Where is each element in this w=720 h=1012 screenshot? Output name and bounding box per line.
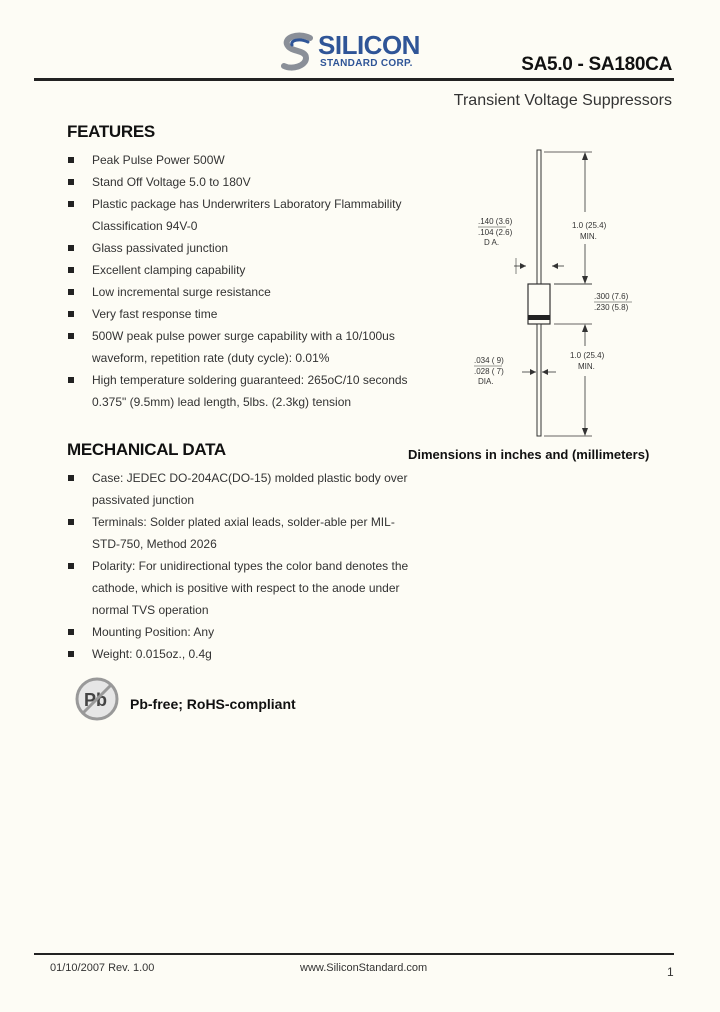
footer-date-revision: 01/10/2007 Rev. 1.00 (50, 962, 155, 974)
feature-text: Plastic package has Underwriters Laborat… (92, 197, 402, 211)
feature-item: Plastic package has Underwriters Laborat… (67, 193, 412, 237)
bullet-square-icon (68, 245, 74, 251)
bullet-square-icon (68, 311, 74, 317)
bottom-lead (536, 323, 542, 437)
bullet-square-icon (68, 519, 74, 525)
company-logo: SILICON STANDARD CORP. (280, 28, 450, 76)
mechanical-text: Polarity: For unidirectional types the c… (92, 559, 409, 573)
rohs-label: Pb-free; RoHS-compliant (130, 696, 296, 712)
mechanical-text: Mounting Position: Any (92, 625, 215, 639)
bullet-square-icon (68, 563, 74, 569)
swoosh-logo-icon (281, 32, 313, 71)
cathode-band (528, 315, 550, 320)
mechanical-list: Case: JEDEC DO-204AC(DO-15) molded plast… (67, 467, 412, 665)
document-subtitle: Transient Voltage Suppressors (453, 92, 672, 109)
feature-text-cont: waveform, repetition rate (duty cycle): … (92, 351, 330, 365)
mechanical-text-cont: cathode, which is positive with respect … (92, 581, 400, 595)
mechanical-text: Weight: 0.015oz., 0.4g (92, 647, 212, 661)
body-dia-unit-label: D A. (484, 238, 499, 247)
top-lead-length-label: 1.0 (25.4) (572, 221, 607, 230)
bullet-square-icon (68, 333, 74, 339)
logo-name: SILICON (318, 30, 420, 60)
mechanical-item: Case: JEDEC DO-204AC(DO-15) molded plast… (67, 467, 412, 511)
page-number: 1 (667, 965, 674, 979)
top-lead (536, 149, 542, 285)
mechanical-text-cont: STD-750, Method 2026 (92, 537, 217, 551)
feature-item: Very fast response time (67, 303, 412, 325)
feature-item: Peak Pulse Power 500W (67, 149, 412, 171)
feature-text: Glass passivated junction (92, 241, 229, 255)
feature-item: Stand Off Voltage 5.0 to 180V (67, 171, 412, 193)
feature-text: High temperature soldering guaranteed: 2… (92, 373, 408, 387)
bullet-square-icon (68, 201, 74, 207)
package-outline-diagram: 1.0 (25.4) MIN. .140 (3.6) .104 (2.6) D … (474, 149, 632, 437)
mechanical-text-cont: passivated junction (92, 493, 195, 507)
body-length-min-label: .230 (5.8) (594, 303, 629, 312)
bullet-square-icon (68, 179, 74, 185)
pb-free-icon: Pb (75, 677, 119, 721)
bottom-lead-length-label: 1.0 (25.4) (570, 351, 605, 360)
lead-dia-unit-label: DIA. (478, 377, 494, 386)
feature-item: 500W peak pulse power surge capability w… (67, 325, 412, 369)
mechanical-text: Case: JEDEC DO-204AC(DO-15) molded plast… (92, 471, 408, 485)
bullet-square-icon (68, 377, 74, 383)
body-dia-min-label: .104 (2.6) (478, 228, 513, 237)
feature-item: Low incremental surge resistance (67, 281, 412, 303)
part-number-range: SA5.0 - SA180CA (521, 54, 672, 75)
mechanical-item: Mounting Position: Any (67, 621, 412, 643)
feature-text-cont: Classification 94V-0 (92, 219, 198, 233)
bullet-square-icon (68, 629, 74, 635)
lead-dia-max-label: .034 ( 9) (474, 356, 504, 365)
feature-text: Stand Off Voltage 5.0 to 180V (92, 175, 251, 189)
body-dia-max-label: .140 (3.6) (478, 217, 513, 226)
feature-text: Low incremental surge resistance (92, 285, 271, 299)
bottom-lead-min-label: MIN. (578, 362, 595, 371)
mechanical-text-cont: normal TVS operation (92, 603, 209, 617)
footer-rule (34, 953, 674, 955)
mechanical-item: Weight: 0.015oz., 0.4g (67, 643, 412, 665)
top-lead-min-label: MIN. (580, 232, 597, 241)
bullet-square-icon (68, 289, 74, 295)
lead-dia-min-label: .028 ( 7) (474, 367, 504, 376)
feature-text-cont: 0.375" (9.5mm) lead length, 5lbs. (2.3kg… (92, 395, 352, 409)
header-rule (34, 78, 674, 81)
mechanical-heading: MECHANICAL DATA (67, 440, 226, 459)
feature-item: High temperature soldering guaranteed: 2… (67, 369, 412, 413)
feature-text: Very fast response time (92, 307, 218, 321)
feature-text: Excellent clamping capability (92, 263, 246, 277)
features-heading: FEATURES (67, 122, 155, 141)
feature-text: Peak Pulse Power 500W (92, 153, 225, 167)
bullet-square-icon (68, 267, 74, 273)
bullet-square-icon (68, 651, 74, 657)
bullet-square-icon (68, 157, 74, 163)
footer-website-link[interactable]: www.SiliconStandard.com (300, 962, 428, 974)
logo-subtitle: STANDARD CORP. (320, 58, 413, 69)
features-list: Peak Pulse Power 500W Stand Off Voltage … (67, 149, 412, 413)
feature-text: 500W peak pulse power surge capability w… (92, 329, 395, 343)
mechanical-item: Polarity: For unidirectional types the c… (67, 555, 412, 621)
bullet-square-icon (68, 475, 74, 481)
feature-item: Excellent clamping capability (67, 259, 412, 281)
body-length-max-label: .300 (7.6) (594, 292, 629, 301)
feature-item: Glass passivated junction (67, 237, 412, 259)
mechanical-item: Terminals: Solder plated axial leads, so… (67, 511, 412, 555)
mechanical-text: Terminals: Solder plated axial leads, so… (92, 515, 395, 529)
diagram-caption: Dimensions in inches and (millimeters) (408, 447, 650, 462)
